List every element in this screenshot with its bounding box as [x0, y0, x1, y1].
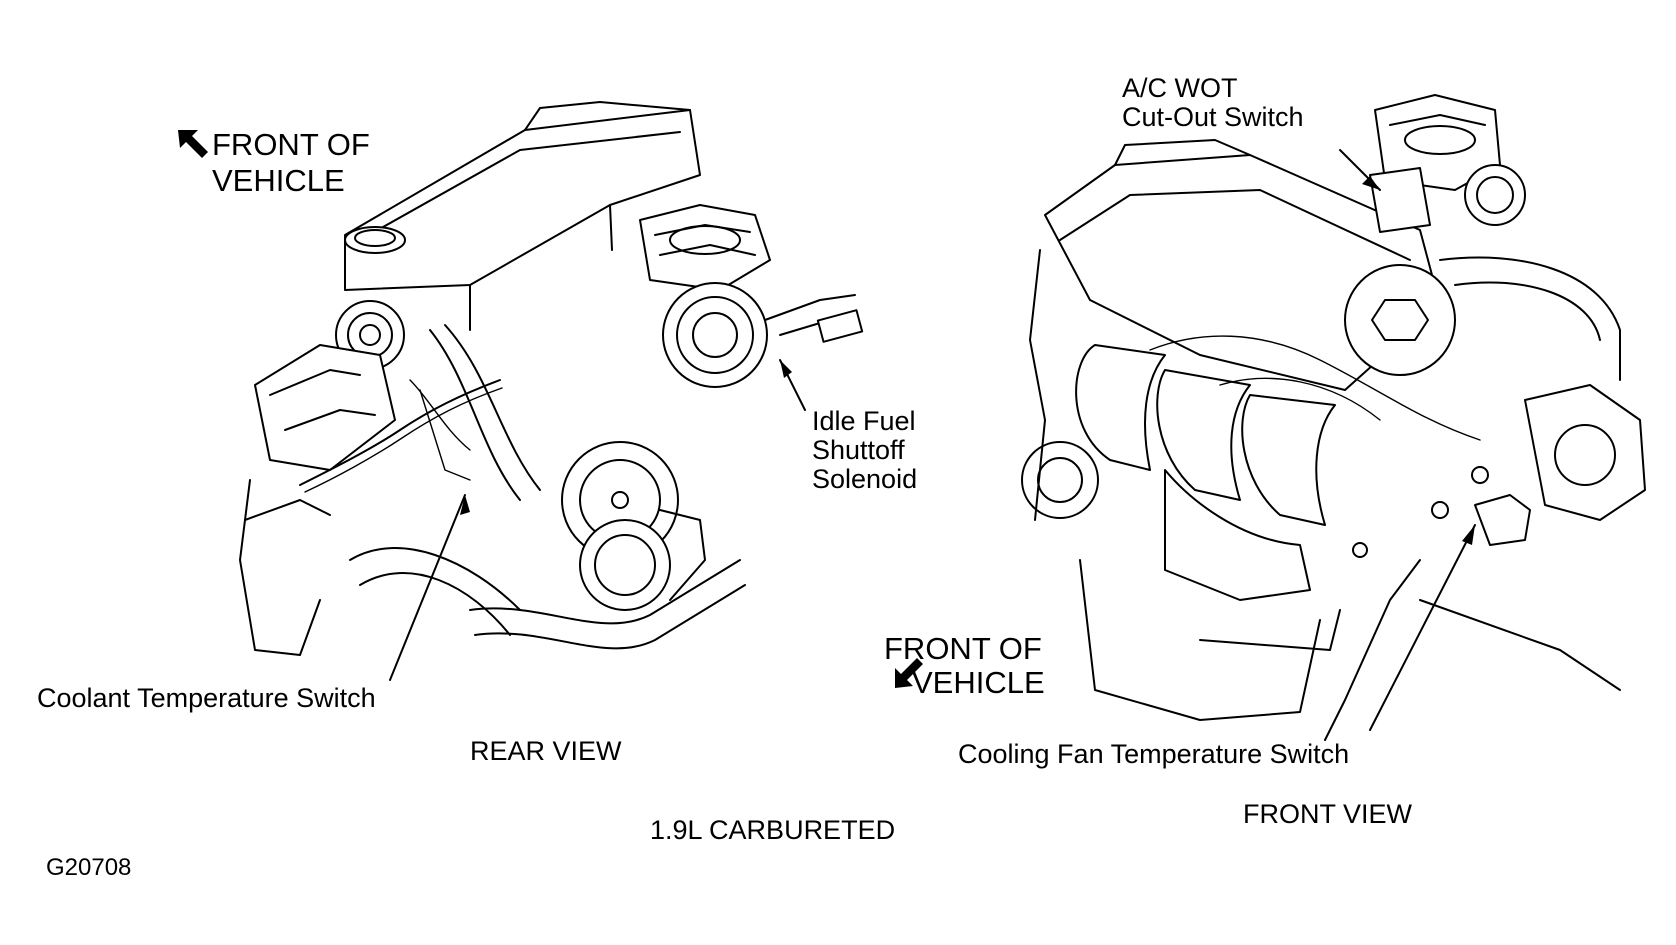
- rear-front-of-vehicle-line1: FRONT OF: [212, 127, 370, 162]
- rear-front-of-vehicle-line2: VEHICLE: [212, 163, 345, 198]
- figure-id: G20708: [46, 854, 132, 881]
- cooling-fan-temp-switch-leader: [1369, 524, 1476, 731]
- front-front-of-vehicle-line2: VEHICLE: [912, 665, 1045, 700]
- idle-fuel-solenoid-label-line1: Idle Fuel: [812, 406, 916, 436]
- rear-view-engine-drawing: [178, 101, 864, 656]
- ac-wot-switch-label-line2: Cut-Out Switch: [1122, 102, 1304, 132]
- idle-fuel-solenoid-label-line3: Solenoid: [812, 464, 918, 494]
- cooling-fan-temp-switch-label: Cooling Fan Temperature Switch: [958, 739, 1350, 769]
- idle-fuel-solenoid-label-line2: Shuttoff: [812, 435, 905, 465]
- front-view-engine-drawing: [895, 94, 1646, 741]
- engine-caption: 1.9L CARBURETED: [650, 815, 896, 845]
- coolant-temp-switch-leader: [389, 494, 466, 681]
- front-front-of-vehicle-line1: FRONT OF: [884, 631, 1042, 666]
- rear-view-label: REAR VIEW: [470, 736, 622, 766]
- ac-wot-switch-label-line1: A/C WOT: [1122, 73, 1238, 103]
- front-view-label: FRONT VIEW: [1243, 799, 1413, 829]
- coolant-temp-switch-label: Coolant Temperature Switch: [37, 683, 376, 713]
